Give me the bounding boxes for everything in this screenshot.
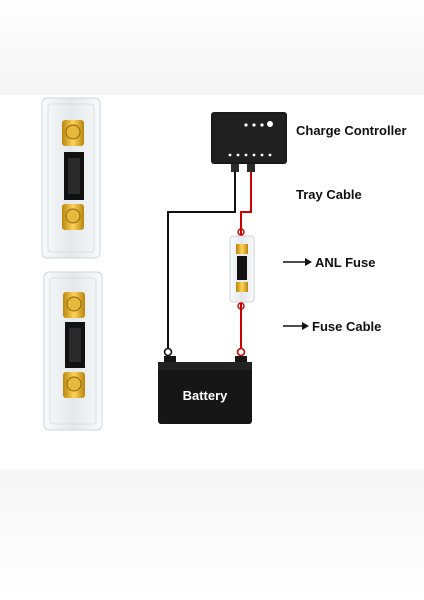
background-bottom-band (0, 470, 424, 600)
background-top-band (0, 0, 424, 95)
anl-fuse-holder-icon (229, 235, 255, 303)
tray-cable-wires (167, 172, 252, 348)
battery-icon (158, 356, 252, 424)
ring-terminals (163, 228, 246, 357)
label-charge-controller: Charge Controller (296, 123, 407, 138)
label-fuse-cable: Fuse Cable (312, 319, 382, 334)
fuse-holder-large-top (41, 97, 101, 259)
right-arrow-icon-fuse-cable (283, 322, 309, 330)
label-anl-fuse: ANL Fuse (315, 255, 376, 270)
label-tray-cable: Tray Cable (296, 187, 362, 202)
fuse-holder-large-bottom (43, 271, 103, 431)
right-arrow-icon-anl (283, 258, 312, 266)
label-battery: Battery (182, 387, 228, 403)
charge-controller-icon (211, 112, 287, 172)
